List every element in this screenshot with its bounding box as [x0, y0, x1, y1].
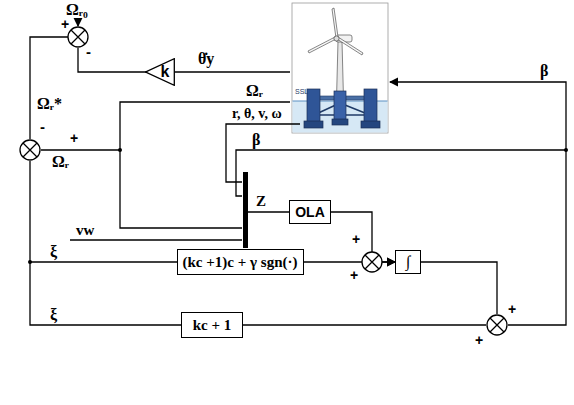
- signal-name: β: [252, 131, 260, 149]
- drawing-stroke: [174, 71, 290, 72]
- sign-label: +: [61, 17, 69, 32]
- node-text: OLA: [295, 204, 325, 220]
- drawing-stroke: [361, 121, 380, 128]
- drawing-stroke: [304, 121, 323, 128]
- node-text: k: [161, 63, 170, 81]
- drawing-stroke: [332, 119, 348, 125]
- signal-name: Z: [256, 193, 266, 210]
- node-text: ∫: [406, 253, 410, 271]
- signal-name: Ωᵣ₀: [66, 1, 88, 19]
- process-box: OLA: [289, 200, 331, 224]
- signal-name: Ωᵣ: [52, 153, 69, 171]
- drawing-stroke: [118, 148, 122, 152]
- sum-junction: [487, 315, 507, 335]
- sign-label: +: [350, 268, 358, 283]
- process-box: (kc +1)c + γ sgn(·): [177, 249, 304, 275]
- signal-name: Ωᵣ: [246, 82, 263, 100]
- signal-name: ξ: [50, 306, 57, 324]
- drawing-stroke: [68, 27, 88, 47]
- drawing-stroke: [410, 262, 497, 314]
- drawing-stroke: [337, 37, 363, 55]
- drawing-stroke: [365, 255, 379, 269]
- drawing-stroke: [308, 37, 336, 53]
- drawing-stroke: [23, 143, 37, 157]
- drawing-stroke: [564, 148, 568, 152]
- drawing-stroke: [30, 261, 190, 262]
- sign-label: -: [40, 119, 45, 136]
- drawing-stroke: [30, 161, 190, 325]
- drawing-stroke: [487, 315, 507, 335]
- drawing-stroke: [307, 89, 320, 123]
- sum-junction: [20, 140, 40, 160]
- drawing-stroke: [226, 124, 300, 182]
- drawing-stroke: [362, 252, 382, 272]
- sum-junction: [68, 27, 88, 47]
- signal-name: ξ: [50, 243, 57, 261]
- gain-box: kc + 1: [181, 312, 243, 338]
- sum-junction: [362, 252, 382, 272]
- wire-group: [30, 21, 566, 325]
- drawing-stroke: [337, 41, 344, 99]
- drawing-stroke: [70, 239, 242, 240]
- drawing-stroke: [292, 3, 388, 133]
- gain-triangle: k: [145, 58, 175, 86]
- node-text: kc + 1: [193, 317, 232, 334]
- triangle-outline: [145, 58, 175, 86]
- integrator-box: ∫: [395, 250, 421, 274]
- turbine-illustration: [292, 3, 388, 133]
- drawing-stroke: [364, 89, 377, 123]
- triangle-shape: [146, 59, 175, 86]
- sign-label: -: [86, 44, 91, 61]
- sign-label: +: [70, 131, 78, 146]
- drawing-stroke: [20, 140, 40, 160]
- drawing-stroke: [77, 21, 78, 26]
- signal-name: SSL: [295, 88, 308, 96]
- drawing-stroke: [334, 91, 346, 121]
- drawing-stroke: [236, 150, 566, 196]
- sign-label: +: [508, 302, 516, 317]
- drawing-stroke: [41, 149, 120, 150]
- drawing-stroke: [28, 260, 32, 264]
- node-text: (kc +1)c + γ sgn(·): [183, 254, 298, 271]
- branch-dots: [28, 148, 568, 264]
- signal-connector: [331, 212, 395, 262]
- drawing-stroke: [30, 37, 68, 139]
- sign-label: +: [475, 333, 483, 348]
- drawing-stroke: [390, 82, 566, 325]
- signal-name: r, θ, v, ω: [232, 106, 282, 121]
- drawing-stroke: [334, 36, 339, 41]
- sign-label: +: [352, 232, 360, 247]
- drawing-stroke: [71, 30, 85, 44]
- drawing-stroke: [332, 8, 338, 38]
- drawing-stroke: [248, 211, 289, 212]
- signal-name: β: [540, 62, 548, 80]
- drawing-stroke: [120, 102, 290, 228]
- mux-bar: [243, 172, 248, 248]
- signal-name: Ωᵣ*: [37, 95, 62, 113]
- drawing-stroke: [490, 318, 504, 332]
- signal-name: vw: [76, 222, 94, 239]
- drawing-stroke: [220, 324, 486, 325]
- signal-name: θ̇y: [198, 50, 214, 68]
